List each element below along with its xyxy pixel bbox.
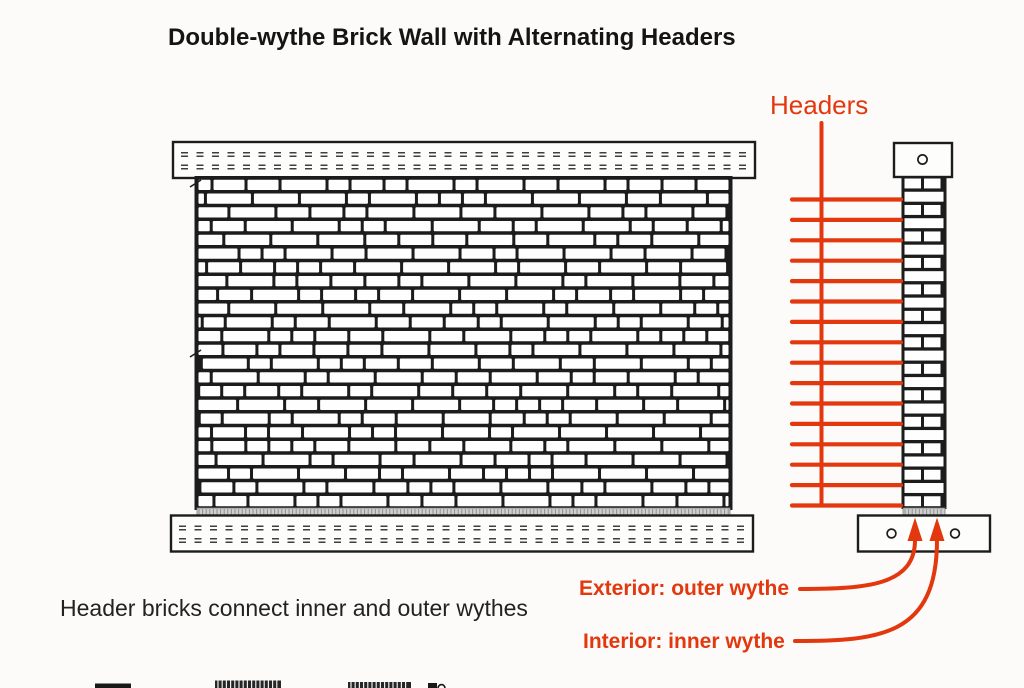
wall-break-marks — [189, 179, 202, 358]
wall-sill-strip — [196, 507, 731, 516]
section-base-plate — [856, 514, 992, 553]
section-column — [901, 176, 947, 509]
exterior-wythe-arrow — [798, 517, 923, 591]
cap-hole-icon — [917, 154, 928, 165]
base-hole-right-icon — [949, 528, 961, 539]
diagram-caption: Header bricks connect inner and outer wy… — [60, 595, 528, 621]
headers-label: Headers — [770, 90, 869, 120]
interior-wythe-arrow — [793, 517, 945, 643]
wall-elevation — [194, 176, 733, 510]
exterior-wythe-label: Exterior: outer wythe — [579, 577, 790, 600]
bottom-plate-dashed-lines — [179, 525, 745, 543]
section-cap — [892, 141, 954, 179]
interior-wythe-label: Interior: inner wythe — [583, 630, 785, 653]
top-plate-dashed-lines — [181, 152, 747, 170]
cutoff-artifacts — [95, 680, 446, 688]
bottom-plate — [169, 514, 755, 553]
top-plate — [171, 140, 757, 180]
diagram-title: Double-wythe Brick Wall with Alternating… — [168, 24, 736, 51]
base-hole-left-icon — [886, 528, 897, 539]
arrowhead-icon — [907, 517, 923, 541]
arrowhead-icon — [929, 517, 945, 541]
header-pointer-lines — [789, 121, 904, 508]
